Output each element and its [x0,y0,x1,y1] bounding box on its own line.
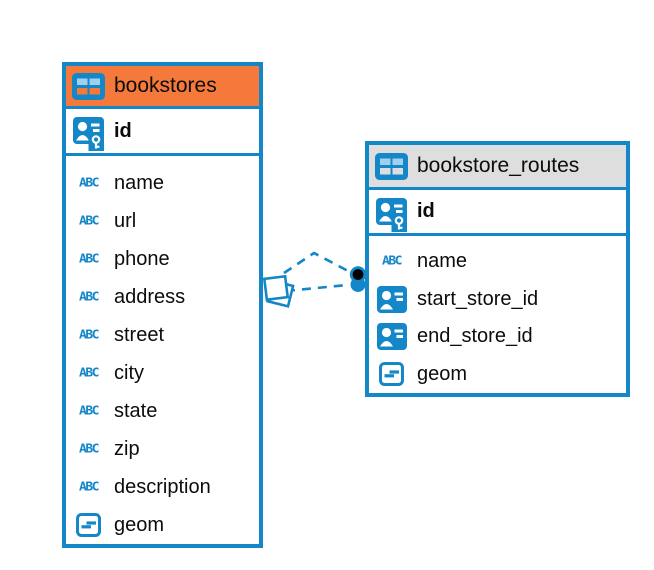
table-title: bookstores [114,74,217,97]
text-type-icon: ABC [79,404,99,418]
column-row[interactable]: ABC description [66,468,259,506]
column-row[interactable]: ABC url [66,202,259,240]
table-title: bookstore_routes [417,154,580,177]
column-row[interactable]: ABC city [66,354,259,392]
column-row[interactable]: ABC phone [66,240,259,278]
column-name: end_store_id [417,325,533,348]
column-name: geom [114,513,165,536]
column-name: state [114,399,158,422]
column-name: start_store_id [417,287,539,310]
text-type-icon: ABC [382,254,402,269]
column-name: city [114,361,144,384]
column-row[interactable]: geom [369,356,626,394]
column-name: street [114,323,165,346]
geometry-type-icon [72,513,105,537]
text-type-icon: ABC [79,480,99,494]
table-bookstores[interactable]: bookstores id ABC [62,62,263,548]
foreign-key-icon [375,323,408,351]
text-type-icon: ABC [79,214,99,228]
column-name: geom [417,362,468,385]
column-row-id[interactable]: id [369,190,626,236]
column-name: url [114,209,137,232]
table-bookstore-routes[interactable]: bookstore_routes id ABC [365,141,630,397]
column-row[interactable]: ABC zip [66,430,259,468]
column-row-id[interactable]: id [66,109,259,156]
column-row[interactable]: ABC name [66,164,259,202]
text-type-icon: ABC [79,290,99,304]
text-type-icon: ABC [79,442,99,456]
column-name: id [114,119,132,142]
column-row[interactable]: ABC street [66,316,259,354]
text-type-icon: ABC [79,252,99,266]
foreign-key-icon [375,285,408,313]
text-type-icon: ABC [79,328,99,342]
column-name: zip [114,437,140,460]
circle-marker[interactable] [350,277,366,292]
geometry-type-icon [375,362,408,387]
column-row[interactable]: ABC name [369,243,626,281]
column-row[interactable]: ABC address [66,278,259,316]
column-row[interactable]: start_store_id [369,281,626,319]
column-row[interactable]: end_store_id [369,318,626,356]
table-icon [72,72,105,100]
relationship-line[interactable] [283,251,351,275]
relationship-line[interactable] [285,283,348,293]
column-name: id [417,200,435,222]
table-icon [375,152,408,180]
column-list: ABC name start_store_id [369,236,626,393]
text-type-icon: ABC [79,176,99,190]
column-row[interactable]: ABC state [66,392,259,430]
table-bookstore-routes-header[interactable]: bookstore_routes [369,145,626,190]
primary-key-icon [375,192,408,232]
column-name: address [114,285,186,308]
diamond-marker[interactable] [262,274,290,302]
column-name: description [114,475,211,498]
circle-marker[interactable] [349,266,367,283]
primary-key-icon [72,111,105,151]
table-bookstores-header[interactable]: bookstores [66,66,259,109]
column-name: phone [114,247,170,270]
column-list: ABC name ABC url ABC phone ABC address A… [66,156,259,544]
column-name: name [417,250,468,273]
text-type-icon: ABC [79,366,99,380]
column-name: name [114,171,165,194]
diamond-marker[interactable] [266,279,295,308]
column-row[interactable]: geom [66,506,259,544]
